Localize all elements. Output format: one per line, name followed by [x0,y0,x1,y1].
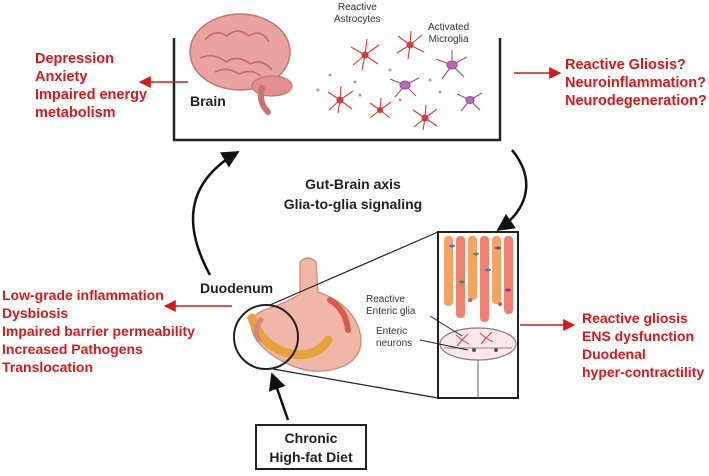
arrow-duodenum-to-brain [191,150,240,276]
diet-box: Chronic High-fat Diet [255,424,367,470]
brain-effects-left: Depression Anxiety Impaired energy metab… [35,50,147,122]
enteric-glia-label: Reactive Enteric glia [366,294,415,318]
gut-effects-right: Reactive gliosis ENS dysfunction Duodena… [582,309,704,381]
astrocytes-label: Reactive Astrocytes [334,2,381,26]
axis-caption: Gut-Brain axis Glia-to-glia signaling [268,174,438,214]
microglia-label-line-2: Microglia [428,34,469,45]
brain-effect-right: Neurodegeneration? [565,93,707,109]
diet-line-1: Chronic [284,430,338,446]
gut-effect-left: Translocation [2,359,94,375]
stomach-icon [247,257,362,372]
brain-effects-right: Reactive Gliosis? Neuroinflammation? Neu… [565,56,707,110]
arrow-brain-to-duodenum [496,149,528,232]
gut-effects-left: Low-grade inflammation Dysbiosis Impaire… [2,286,195,376]
duodenum-highlight [233,304,299,370]
brain-compartment [172,38,502,142]
gut-effect-right: Duodenal [582,346,646,362]
brain-effect-right: Neuroinflammation? [565,75,706,91]
gut-effect-left: Low-grade inflammation [2,287,164,303]
astrocytes [327,30,438,131]
axis-caption-line-1: Gut-Brain axis [305,176,401,192]
enteric-glia-cells [455,331,494,347]
enteric-neurons-label-line-2: neurons [376,338,413,349]
glia-dots [316,68,442,102]
gut-effect-right: Reactive gliosis [582,310,688,326]
microglia-label: Activated Microglia [428,22,469,46]
gut-effect-left: Increased Pathogens [2,341,143,357]
gut-effect-left: Impaired barrier permeability [2,323,195,339]
microglia [389,50,483,112]
enteric-neurons-label: Enteric neurons [376,326,412,350]
arrow-diet-to-duodenum [268,372,290,421]
astrocytes-label-line-2: Astrocytes [334,14,381,25]
enteric-glia-label-line-1: Reactive [366,294,405,305]
brain-effect-left: Impaired energy [35,87,148,103]
enteric-neurons-label-line-1: Enteric [376,326,408,337]
brain-label: Brain [190,93,226,109]
pointer-neurons [419,339,469,351]
pointer-glia [429,315,463,337]
brain-effect-left: Depression [35,51,114,67]
enteric-plexus [439,327,517,361]
enteric-glia-label-line-2: Enteric glia [366,306,416,317]
gut-effect-left: Dysbiosis [2,305,69,321]
axis-caption-line-2: Glia-to-glia signaling [283,196,423,212]
astrocytes-label-line-1: Reactive [337,2,377,13]
gut-effect-right: ENS dysfunction [582,328,695,344]
brain-effect-left: metabolism [35,105,116,121]
enteric-neurons [472,348,498,352]
brain-effect-left: Anxiety [35,69,88,85]
diet-line-2: High-fat Diet [269,449,353,465]
duodenum-label: Duodenum [200,280,274,296]
brain-icon [189,13,293,115]
brain-effect-right: Reactive Gliosis? [565,57,686,73]
bacteria [449,244,511,306]
microglia-label-line-1: Activated [428,22,470,33]
villi [444,236,513,322]
gut-effect-right: hyper-contractility [582,364,705,380]
